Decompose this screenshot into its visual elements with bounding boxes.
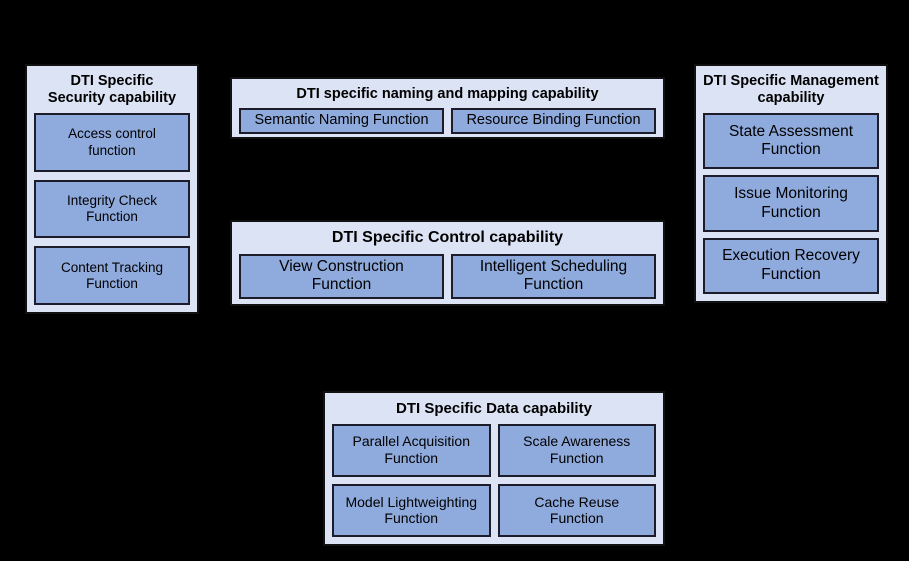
panel-title: DTI Specific Security capability: [47, 73, 177, 107]
function-row: Content Tracking Function: [34, 246, 190, 305]
panel-title: DTI Specific Data capability: [396, 400, 592, 417]
function-access-control[interactable]: Access control function: [34, 113, 190, 172]
function-scale-awareness[interactable]: Scale Awareness Function: [497, 423, 656, 477]
function-row: Model Lightweighting Function Cache Reus…: [332, 483, 656, 537]
function-parallel-acquisition[interactable]: Parallel Acquisition Function: [332, 423, 491, 477]
function-semantic-naming[interactable]: Semantic Naming Function: [239, 108, 444, 134]
function-row: Integrity Check Function: [34, 179, 190, 239]
function-cache-reuse[interactable]: Cache Reuse Function: [497, 483, 656, 537]
panel-title: DTI specific naming and mapping capabili…: [296, 86, 599, 102]
function-content-tracking[interactable]: Content Tracking Function: [34, 246, 190, 305]
function-resource-binding[interactable]: Resource Binding Function: [451, 108, 656, 134]
function-row: Issue Monitoring Function: [703, 175, 879, 232]
function-row: Semantic Naming Function Resource Bindin…: [239, 108, 656, 134]
function-row: State Assessment Function: [703, 113, 879, 170]
panel-data-capability: DTI Specific Data capability Parallel Ac…: [323, 391, 665, 546]
panel-title: DTI Specific Management capability: [703, 73, 879, 107]
function-list: Access control function Integrity Check …: [27, 113, 197, 312]
function-execution-recovery[interactable]: Execution Recovery Function: [703, 237, 879, 295]
function-row: Parallel Acquisition Function Scale Awar…: [332, 423, 656, 477]
function-integrity-check[interactable]: Integrity Check Function: [34, 179, 190, 239]
panel-control-capability: DTI Specific Control capability View Con…: [230, 220, 665, 306]
panel-naming-and-mapping-capability: DTI specific naming and mapping capabili…: [230, 77, 665, 139]
function-list: Semantic Naming Function Resource Bindin…: [232, 108, 663, 140]
function-model-lightweighting[interactable]: Model Lightweighting Function: [332, 483, 491, 537]
function-issue-monitoring[interactable]: Issue Monitoring Function: [703, 175, 879, 232]
function-state-assessment[interactable]: State Assessment Function: [703, 113, 879, 170]
function-view-construction[interactable]: View Construction Function: [239, 253, 444, 300]
panel-title: DTI Specific Control capability: [331, 229, 564, 246]
function-intelligent-scheduling[interactable]: Intelligent Scheduling Function: [451, 253, 656, 300]
panel-security-capability: DTI Specific Security capability Access …: [25, 64, 199, 314]
panel-management-capability: DTI Specific Management capability State…: [694, 64, 888, 303]
function-list: View Construction Function Intelligent S…: [232, 253, 663, 306]
function-row: View Construction Function Intelligent S…: [239, 253, 656, 300]
function-list: State Assessment Function Issue Monitori…: [696, 113, 886, 301]
function-row: Execution Recovery Function: [703, 237, 879, 295]
function-row: Access control function: [34, 113, 190, 172]
function-list: Parallel Acquisition Function Scale Awar…: [325, 423, 663, 544]
